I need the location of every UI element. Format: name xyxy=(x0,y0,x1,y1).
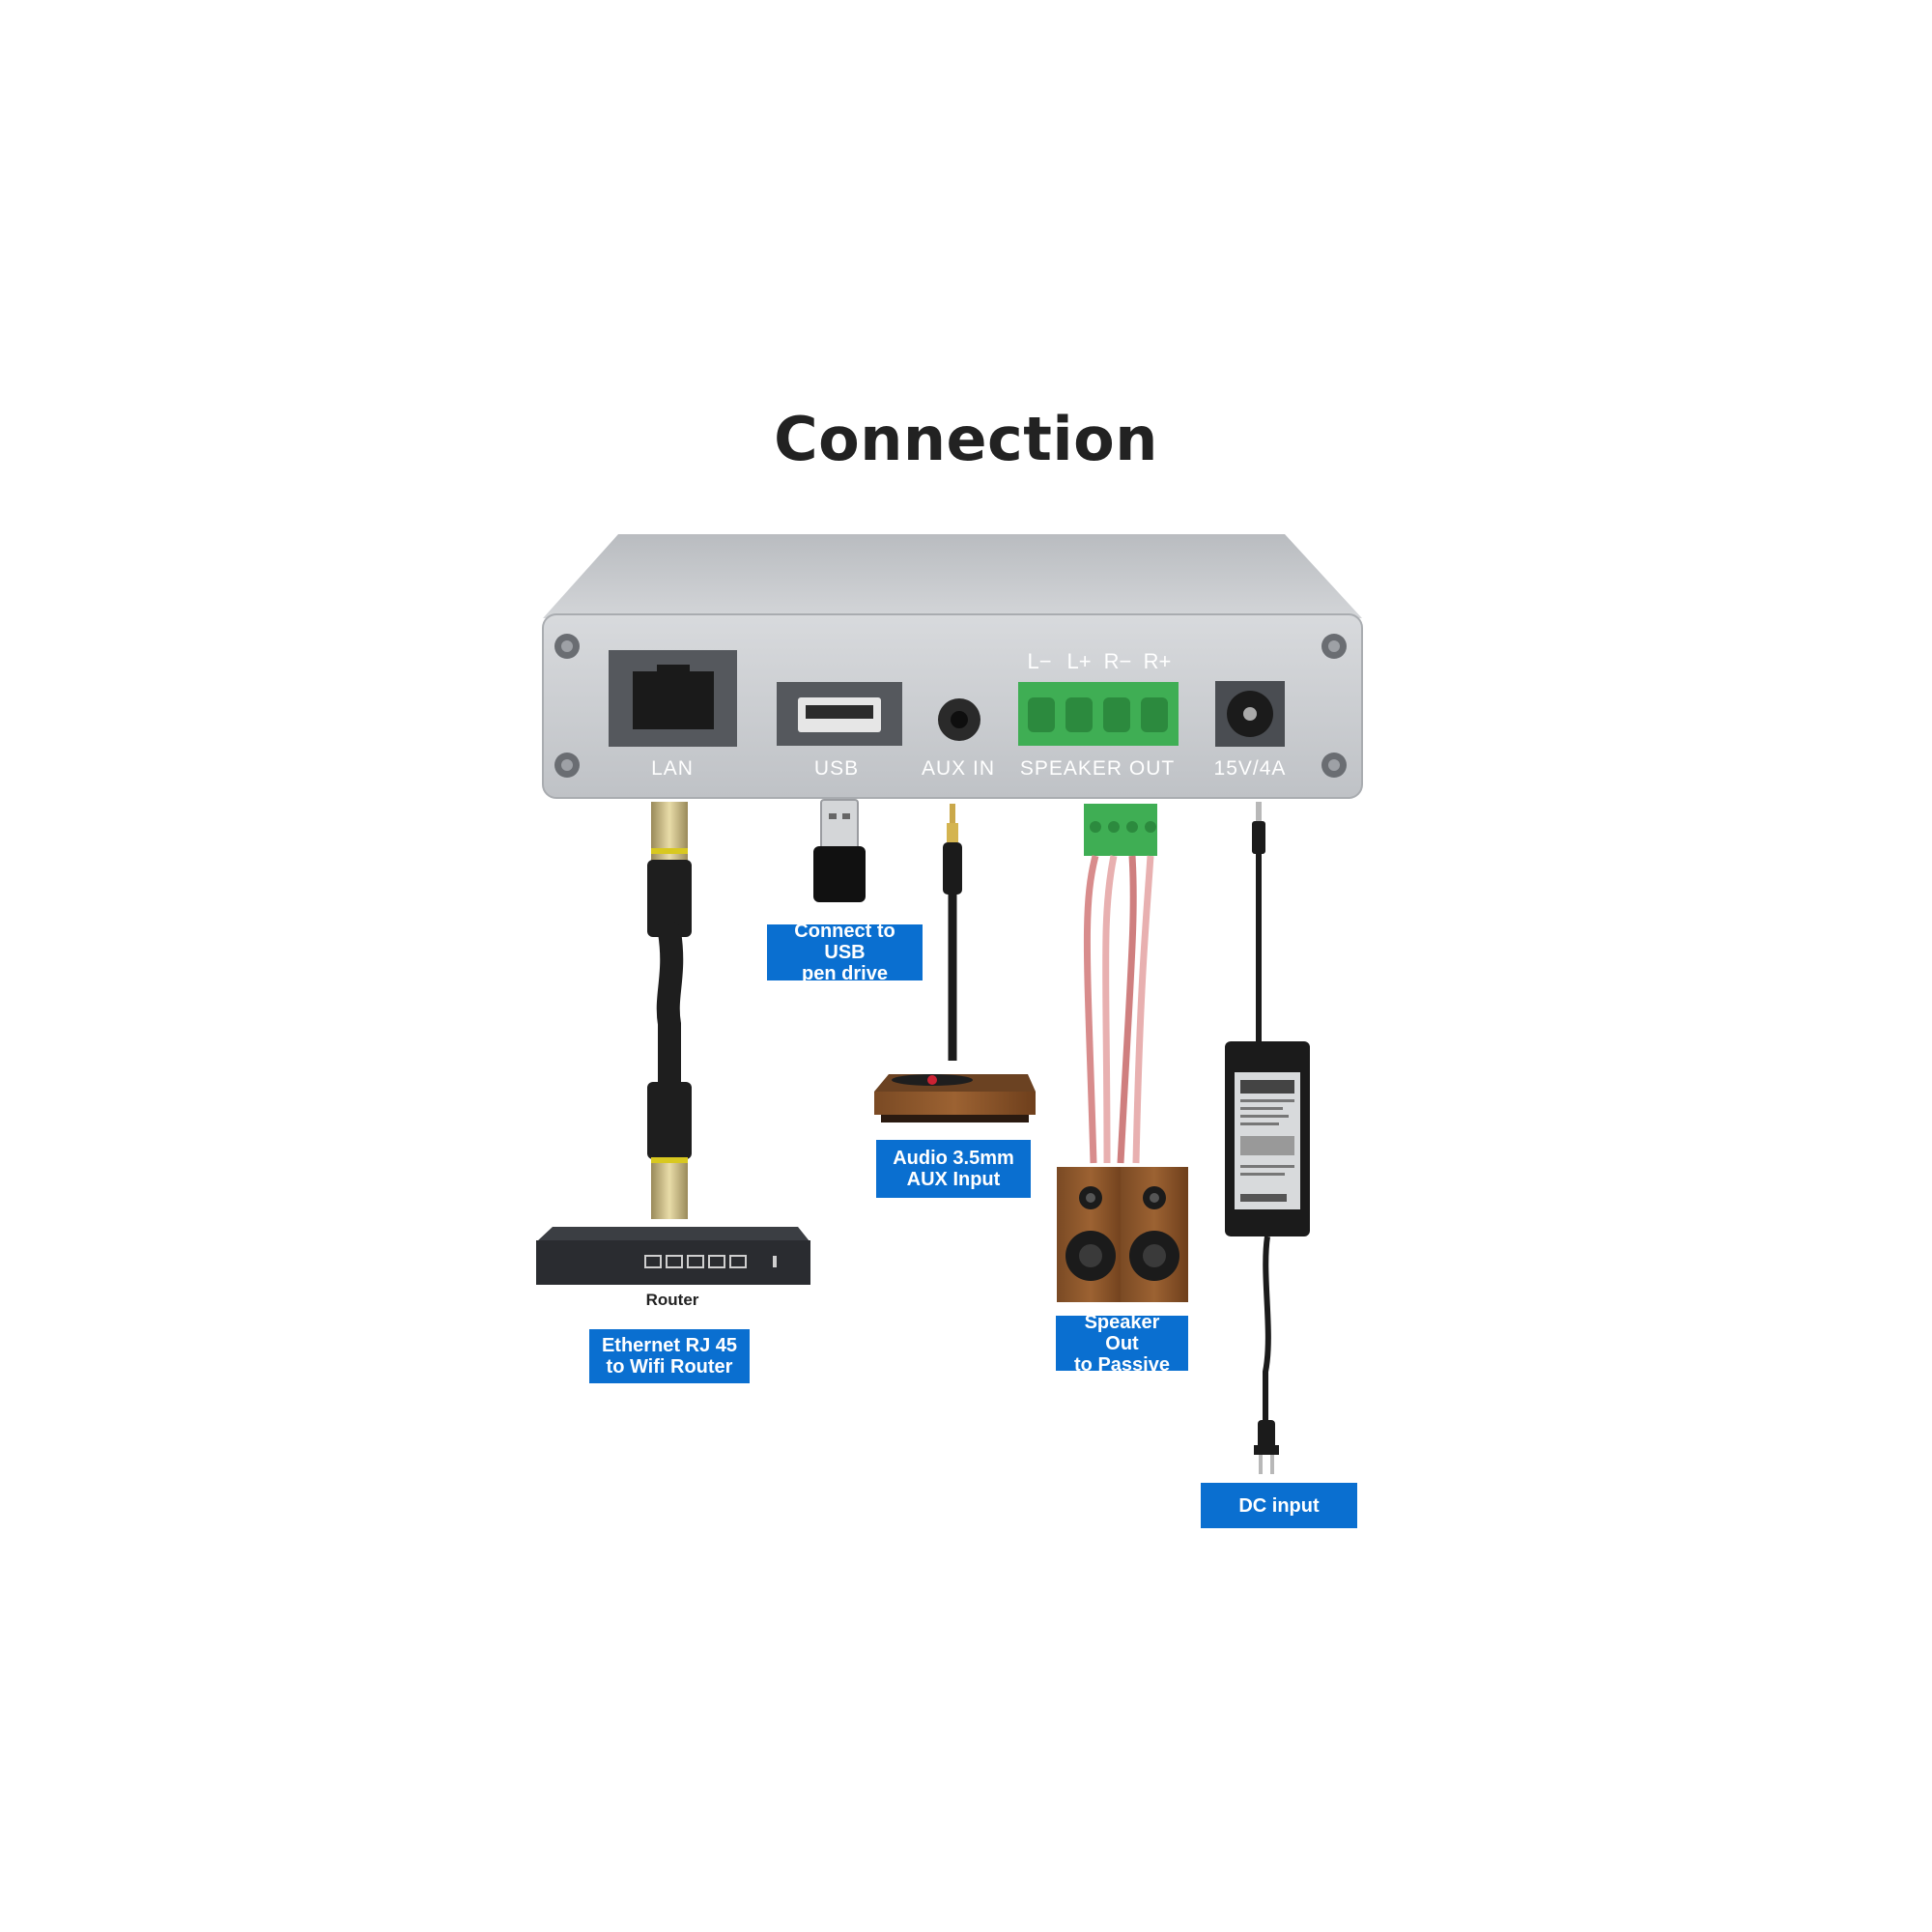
usb-drive xyxy=(813,799,866,902)
pin-label-r-plus: R+ xyxy=(1144,649,1172,673)
screw-icon xyxy=(1321,634,1347,659)
turntable xyxy=(874,1074,1036,1122)
aux-cable xyxy=(943,804,962,1061)
aux-jack xyxy=(938,698,980,741)
pin-label-l-minus: L− xyxy=(1027,649,1051,673)
usb-port-label: USB xyxy=(814,757,859,780)
device-top-panel xyxy=(543,534,1362,618)
audio-device: LAN USB AUX IN L− L+ R− R+ SPEAKER OUT xyxy=(542,534,1363,799)
callout-dc: DC input xyxy=(1201,1483,1357,1528)
screw-icon xyxy=(1321,753,1347,778)
screw-icon xyxy=(554,753,580,778)
aux-port-label: AUX IN xyxy=(922,757,995,780)
callout-speaker: Speaker Out to Passive xyxy=(1056,1312,1188,1376)
usb-port xyxy=(777,682,902,746)
callout-usb: Connect to USB pen drive xyxy=(767,921,923,984)
dc-power-jack xyxy=(1215,681,1285,747)
speaker-port-label: SPEAKER OUT xyxy=(1020,757,1175,780)
lan-port xyxy=(609,650,737,747)
lan-port-label: LAN xyxy=(651,757,694,780)
power-adapter xyxy=(1225,802,1310,1474)
callout-ethernet: Ethernet RJ 45 to Wifi Router xyxy=(589,1329,750,1383)
power-port-label: 15V/4A xyxy=(1214,757,1287,780)
page-title: Connection xyxy=(774,404,1158,474)
router-label: Router xyxy=(645,1291,699,1309)
router-device xyxy=(536,1227,810,1285)
screw-icon xyxy=(554,634,580,659)
speaker-left xyxy=(1057,1167,1124,1302)
pin-label-l-plus: L+ xyxy=(1066,649,1091,673)
speaker-wires xyxy=(1083,804,1157,1164)
pin-label-r-minus: R− xyxy=(1104,649,1132,673)
callout-aux: Audio 3.5mm AUX Input xyxy=(876,1140,1031,1198)
speaker-right xyxy=(1121,1167,1188,1302)
ethernet-cable xyxy=(647,802,692,1219)
speaker-terminal-block xyxy=(1018,682,1179,746)
